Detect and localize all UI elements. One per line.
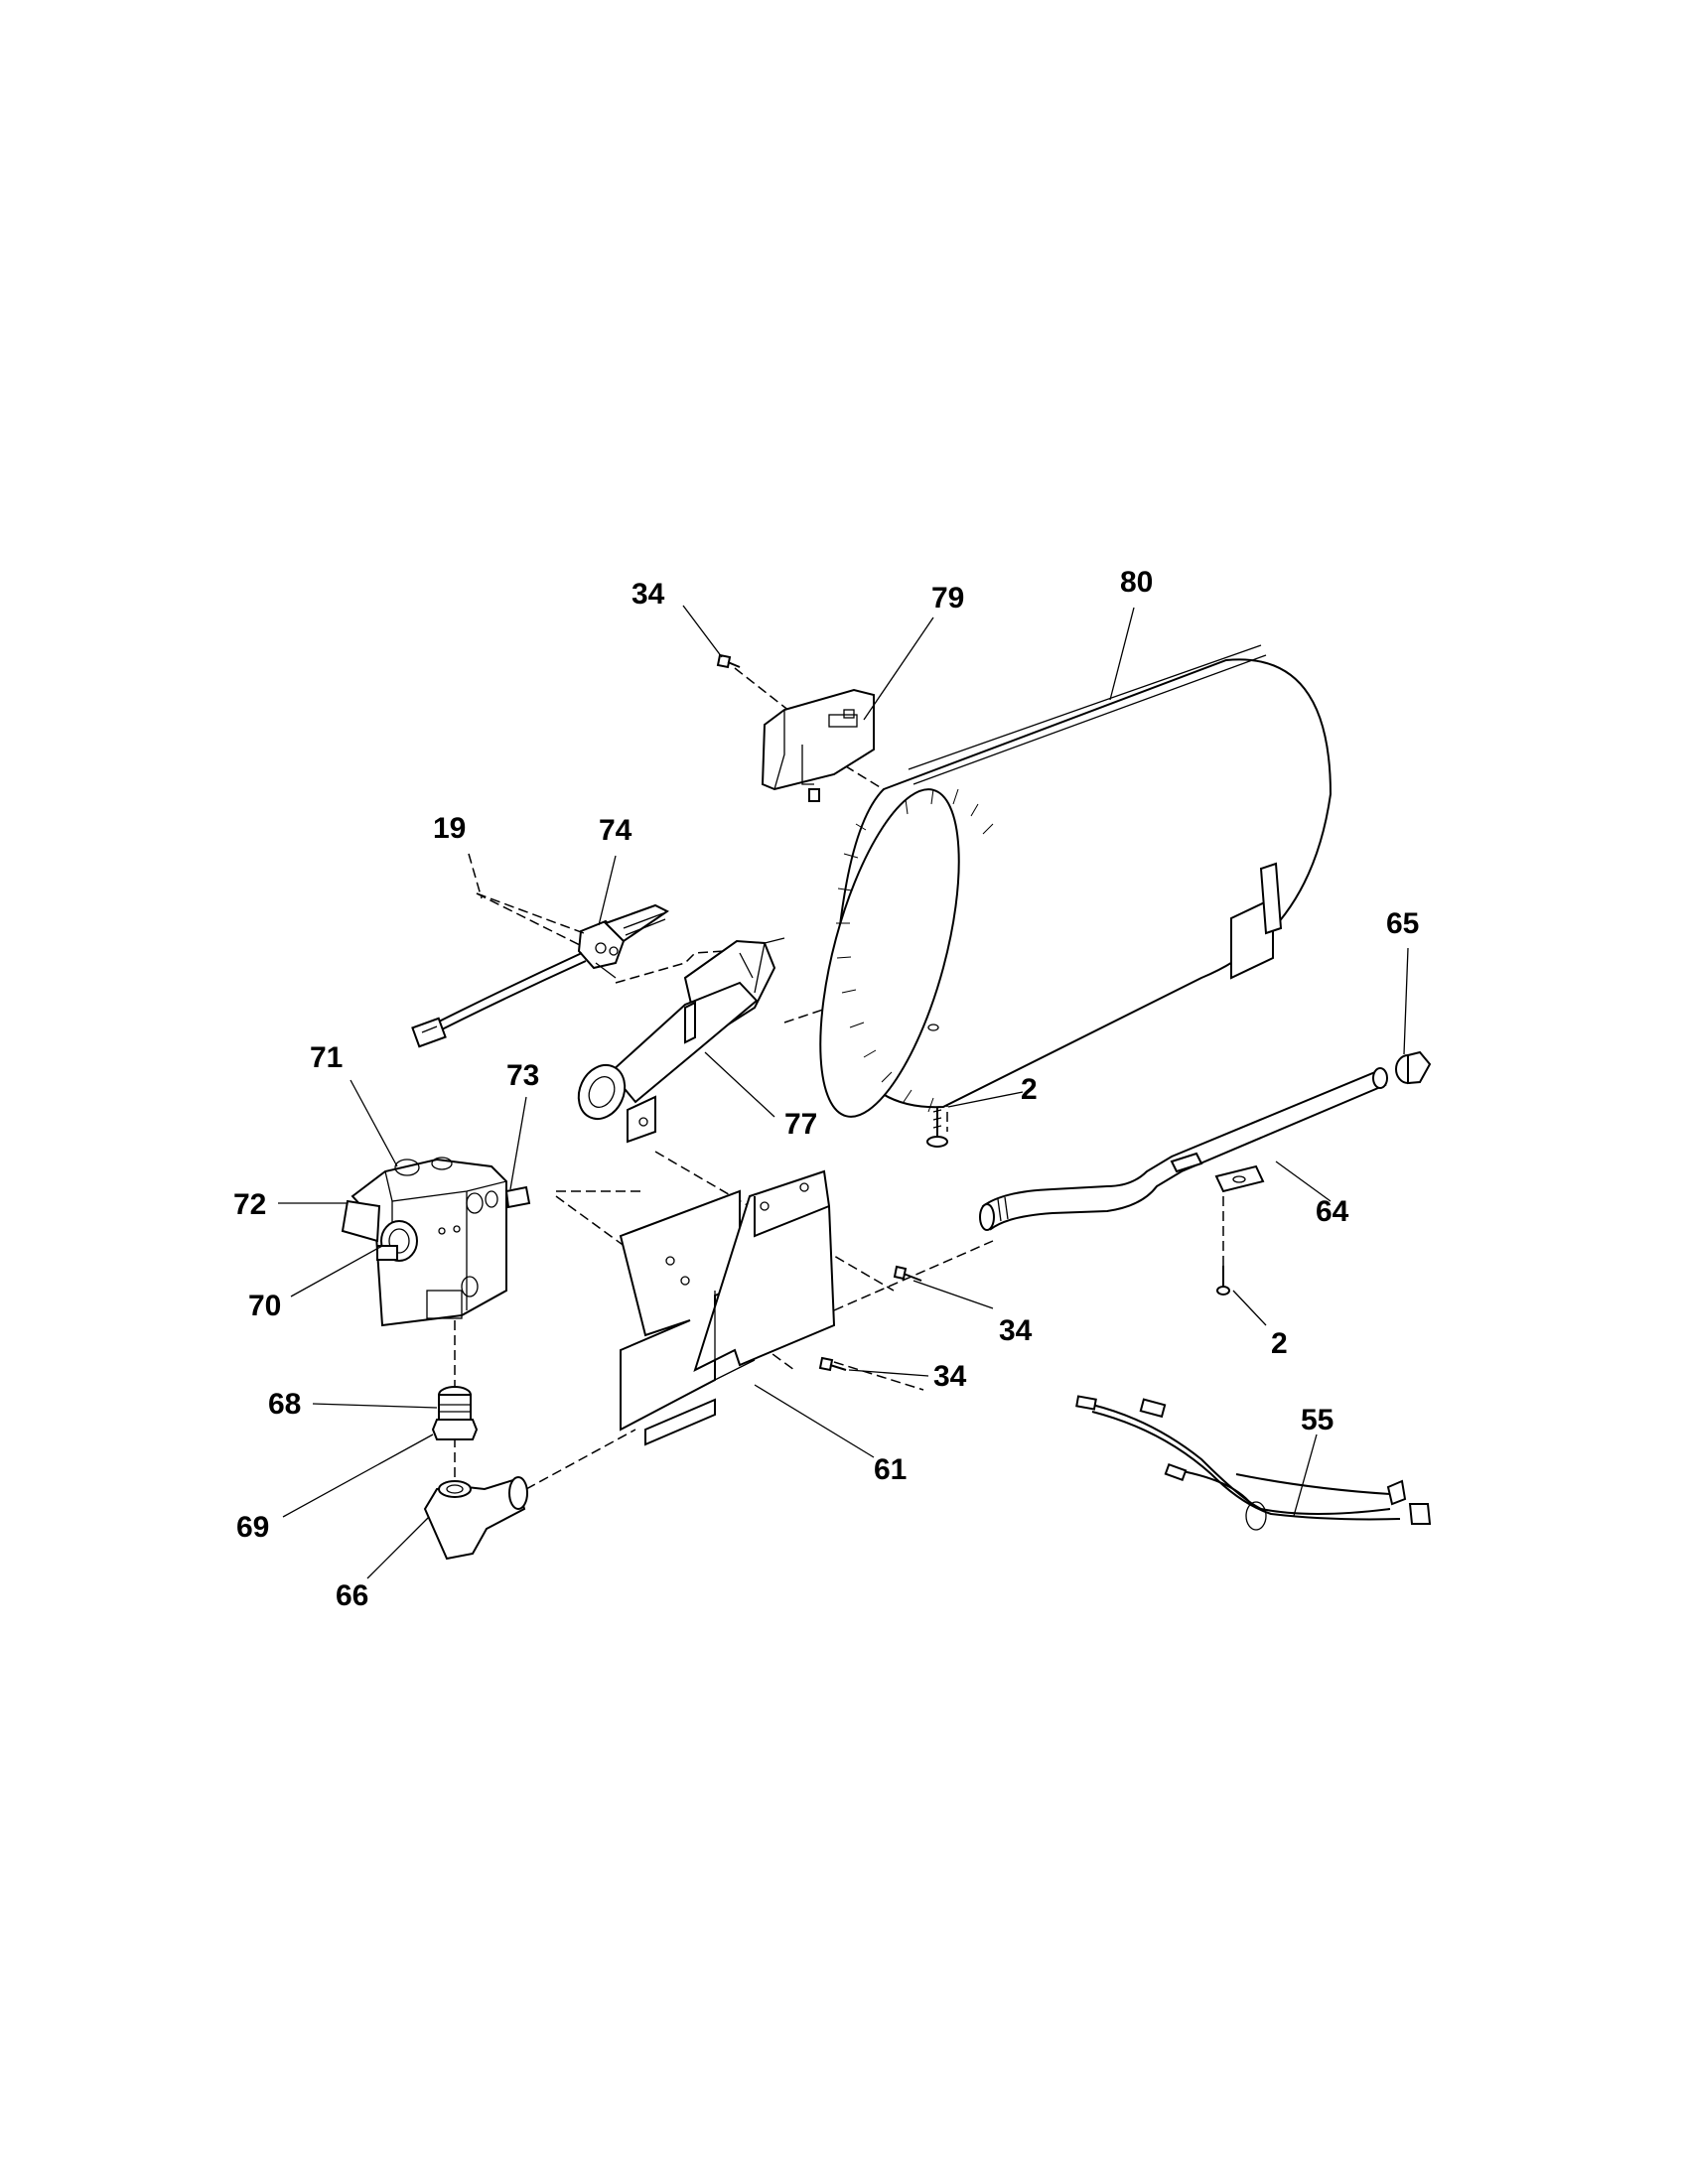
- callout-68: 68: [268, 1388, 301, 1421]
- callout-79: 79: [931, 582, 964, 614]
- callout-34-top: 34: [632, 578, 665, 611]
- callout-2-upper: 2: [1021, 1073, 1038, 1106]
- callout-64: 64: [1316, 1195, 1349, 1228]
- screw-34-top: [716, 653, 741, 669]
- callout-70: 70: [248, 1290, 281, 1322]
- fitting-68: [438, 1386, 472, 1421]
- callout-19: 19: [433, 812, 466, 845]
- burner-tube-77: [577, 937, 785, 1144]
- elbow-66: [423, 1476, 528, 1561]
- callout-77: 77: [784, 1108, 817, 1141]
- screw-2-upper: [926, 1107, 948, 1148]
- screw-34-lower: [818, 1356, 847, 1372]
- callout-34-middle: 34: [999, 1314, 1033, 1347]
- callout-71: 71: [310, 1041, 343, 1074]
- callout-69: 69: [236, 1511, 269, 1544]
- igniter-lead-19: [411, 892, 587, 1048]
- mounting-bracket-61: [619, 1169, 836, 1446]
- callout-72: 72: [233, 1188, 266, 1221]
- hex-nut-69: [431, 1419, 479, 1440]
- callout-65: 65: [1386, 907, 1419, 940]
- callout-66: 66: [336, 1579, 368, 1612]
- wire-harness-55: [1075, 1395, 1432, 1531]
- combustion-chamber-80: [819, 644, 1333, 1118]
- callout-55: 55: [1301, 1404, 1333, 1436]
- leader-lines: [278, 605, 1409, 1579]
- supply-tube-64: [979, 1067, 1388, 1231]
- callout-2-lower: 2: [1271, 1327, 1288, 1360]
- bracket-79: [761, 688, 875, 802]
- cap-65: [1395, 1050, 1432, 1085]
- gas-valve-71: [341, 1157, 531, 1327]
- screw-34-middle: [893, 1265, 922, 1282]
- callout-74: 74: [599, 814, 632, 847]
- callout-34-lower: 34: [933, 1360, 967, 1393]
- callout-labels: 34 79 80 19 74 65 71 73 2 77 72 64 70 34…: [233, 566, 1419, 1612]
- screw-2-lower: [1216, 1266, 1230, 1296]
- callout-73: 73: [506, 1059, 539, 1092]
- callout-61: 61: [874, 1453, 907, 1486]
- igniter-74: [577, 903, 669, 979]
- callout-80: 80: [1120, 566, 1153, 599]
